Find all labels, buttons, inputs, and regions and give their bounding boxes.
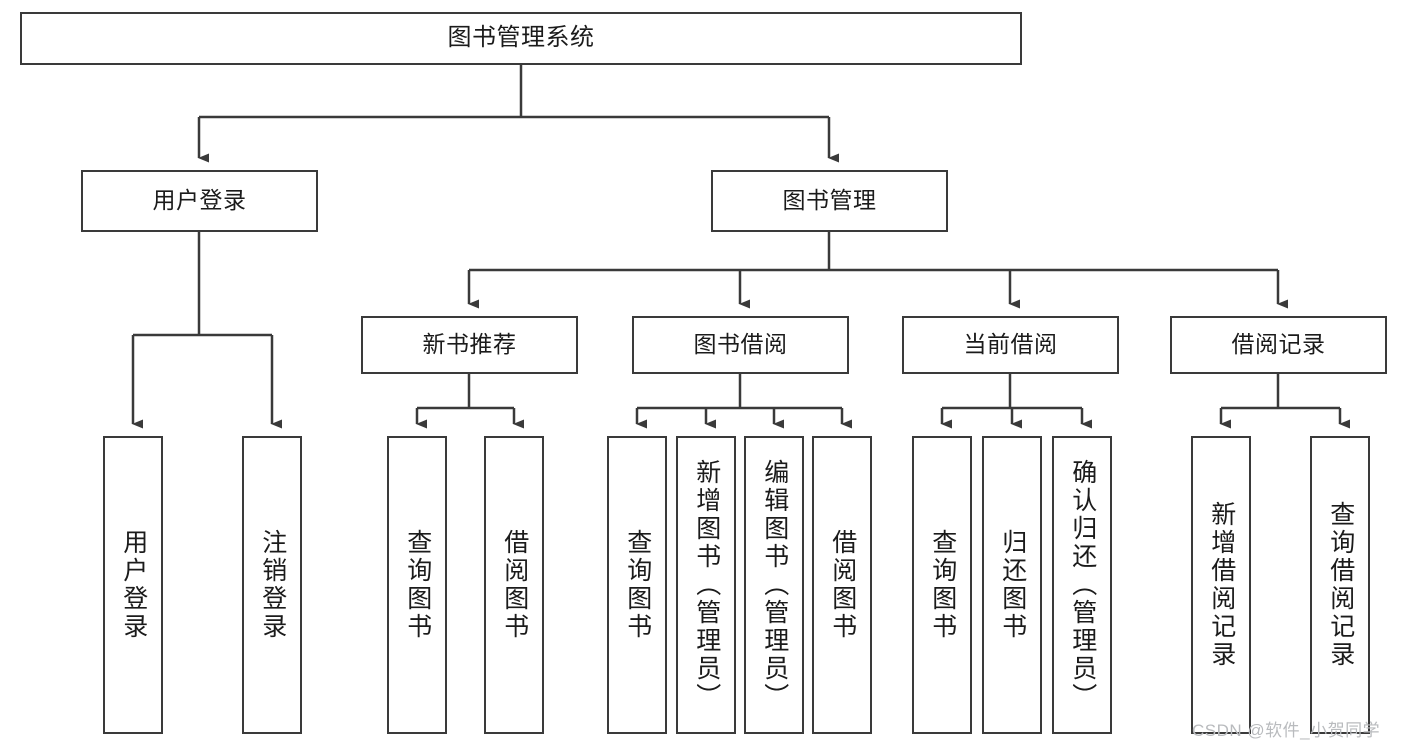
leaf-add-book-label: 新增图书（管理员） <box>692 459 721 711</box>
node-book-borrow-label: 图书借阅 <box>693 331 788 358</box>
node-user-login[interactable]: 用户登录 <box>81 170 318 232</box>
node-new-book-rec-label: 新书推荐 <box>422 331 517 358</box>
node-root[interactable]: 图书管理系统 <box>20 12 1022 65</box>
leaf-query-book-cur-label: 查询图书 <box>928 529 957 641</box>
leaf-logout-label: 注销登录 <box>258 529 287 641</box>
leaf-add-book[interactable]: 新增图书（管理员） <box>676 436 736 734</box>
leaf-edit-book[interactable]: 编辑图书（管理员） <box>744 436 804 734</box>
leaf-query-book-borrow[interactable]: 查询图书 <box>607 436 667 734</box>
leaf-query-record[interactable]: 查询借阅记录 <box>1310 436 1370 734</box>
leaf-query-book-rec[interactable]: 查询图书 <box>387 436 447 734</box>
leaf-borrow-book-rec[interactable]: 借阅图书 <box>484 436 544 734</box>
leaf-query-book-borrow-label: 查询图书 <box>623 529 652 641</box>
leaf-query-book-cur[interactable]: 查询图书 <box>912 436 972 734</box>
leaf-borrow-book[interactable]: 借阅图书 <box>812 436 872 734</box>
leaf-add-record-label: 新增借阅记录 <box>1207 501 1236 669</box>
node-book-manage-label: 图书管理 <box>782 187 877 214</box>
leaf-add-record[interactable]: 新增借阅记录 <box>1191 436 1251 734</box>
leaf-borrow-book-label: 借阅图书 <box>828 529 857 641</box>
leaf-user-login[interactable]: 用户登录 <box>103 436 163 734</box>
leaf-borrow-book-rec-label: 借阅图书 <box>500 529 529 641</box>
leaf-confirm-return-label: 确认归还（管理员） <box>1068 459 1097 711</box>
node-book-borrow[interactable]: 图书借阅 <box>632 316 849 374</box>
node-borrow-record-label: 借阅记录 <box>1231 331 1326 358</box>
leaf-return-book[interactable]: 归还图书 <box>982 436 1042 734</box>
node-book-manage[interactable]: 图书管理 <box>711 170 948 232</box>
node-current-borrow-label: 当前借阅 <box>963 331 1058 358</box>
node-borrow-record[interactable]: 借阅记录 <box>1170 316 1387 374</box>
leaf-confirm-return[interactable]: 确认归还（管理员） <box>1052 436 1112 734</box>
csdn-watermark: CSDN @软件_小贺同学 <box>1192 721 1381 740</box>
node-new-book-rec[interactable]: 新书推荐 <box>361 316 578 374</box>
leaf-user-login-label: 用户登录 <box>119 529 148 641</box>
node-user-login-label: 用户登录 <box>152 187 247 214</box>
leaf-return-book-label: 归还图书 <box>998 529 1027 641</box>
leaf-edit-book-label: 编辑图书（管理员） <box>760 459 789 711</box>
leaf-query-record-label: 查询借阅记录 <box>1326 501 1355 669</box>
leaf-logout[interactable]: 注销登录 <box>242 436 302 734</box>
leaf-query-book-rec-label: 查询图书 <box>403 529 432 641</box>
node-root-label: 图书管理系统 <box>447 24 595 52</box>
node-current-borrow[interactable]: 当前借阅 <box>902 316 1119 374</box>
